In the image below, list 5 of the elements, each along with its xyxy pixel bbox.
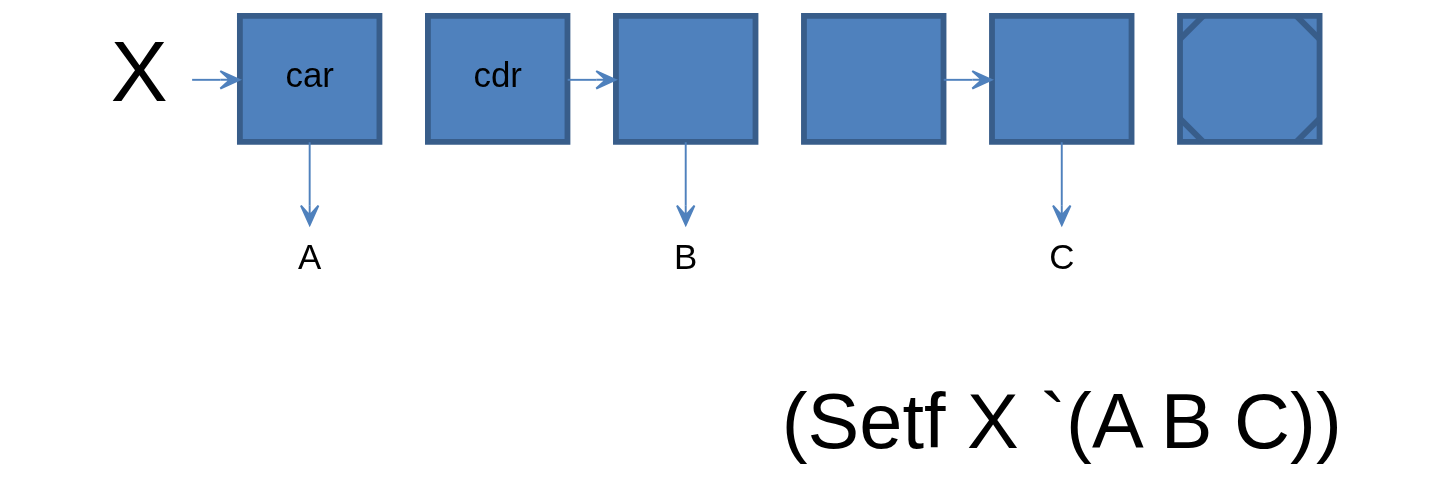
label: (Setf X `(A B C)) — [781, 378, 1342, 465]
node-text: A — [298, 236, 322, 276]
node-text: B — [674, 236, 698, 276]
node-text: X — [110, 23, 168, 119]
node-text: C — [1049, 236, 1075, 276]
